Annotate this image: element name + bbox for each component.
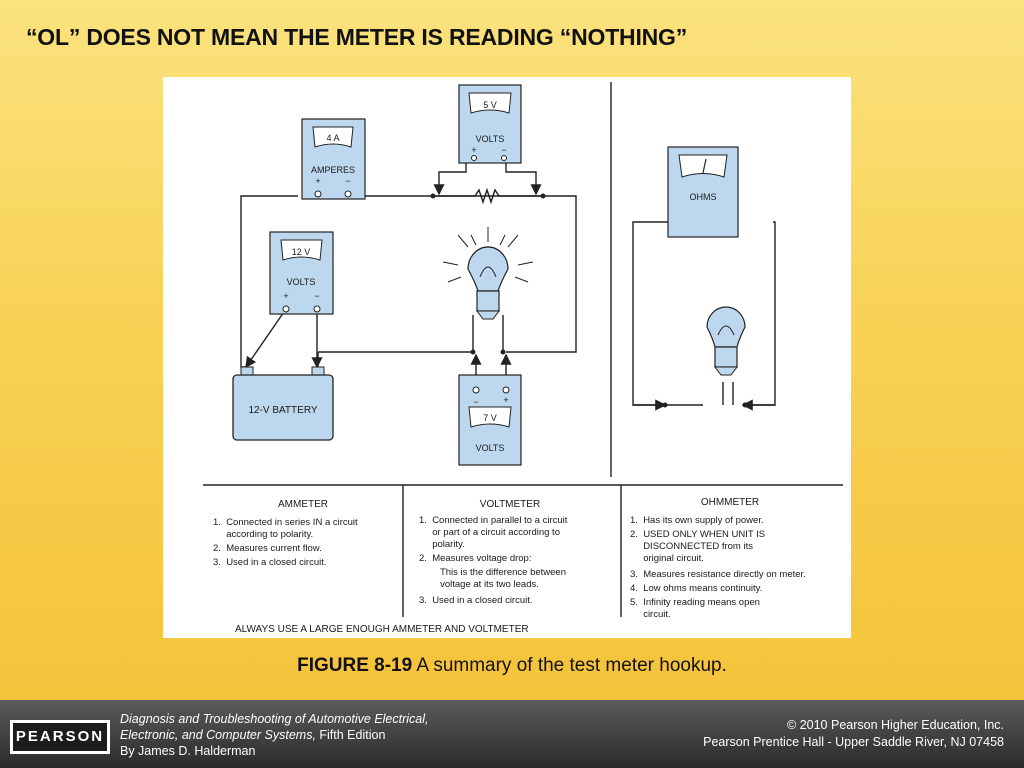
svg-text:−: − [473, 397, 478, 407]
svg-text:VOLTS: VOLTS [476, 443, 505, 453]
figure-label: FIGURE 8-19 [297, 655, 413, 676]
ammeter-heading: AMMETER [278, 499, 328, 510]
svg-text:VOLTS: VOLTS [476, 134, 505, 144]
wire-top-right [348, 195, 577, 353]
wire-bottom [318, 315, 474, 353]
voltmeter-notes: VOLTMETER 1. Connected in parallel to a … [419, 499, 568, 606]
svg-text:3. Used in a closed circuit.: 3. Used in a closed circuit. [419, 595, 533, 606]
svg-text:+: + [471, 145, 476, 155]
pearson-logo: PEARSON [10, 720, 110, 754]
copyright-info: © 2010 Pearson Higher Education, Inc. Pe… [703, 717, 1004, 751]
svg-text:VOLTS: VOLTS [287, 277, 316, 287]
figure-panel: 4 A AMPERES + − 5 V VOLTS + − 12 V VOLTS… [163, 77, 851, 638]
svg-text:2. USED ONLY WHEN UNIT IS: 2. USED ONLY WHEN UNIT IS [630, 529, 765, 540]
ammeter-reading: 4 A [326, 133, 339, 143]
svg-text:2. Measures current flow.: 2. Measures current flow. [213, 543, 322, 554]
svg-text:−: − [501, 145, 506, 155]
footer-bar [0, 700, 1024, 768]
book-edition: Fifth Edition [315, 728, 386, 742]
figure-caption-text: A summary of the test meter hookup. [412, 655, 727, 676]
svg-text:polarity.: polarity. [419, 539, 465, 550]
svg-text:or part of a circuit according: or part of a circuit according to [419, 527, 560, 538]
svg-text:+: + [283, 291, 288, 301]
svg-text:2. Measures voltage drop:: 2. Measures voltage drop: [419, 553, 531, 564]
voltmeter-heading: VOLTMETER [480, 499, 540, 510]
book-author: By James D. Halderman [120, 744, 256, 758]
publisher-line: Pearson Prentice Hall - Upper Saddle Riv… [703, 735, 1004, 749]
svg-text:3. Used in a closed circuit.: 3. Used in a closed circuit. [213, 557, 327, 568]
copyright-line: © 2010 Pearson Higher Education, Inc. [787, 718, 1004, 732]
battery: 12-V BATTERY [232, 366, 334, 441]
battery-label: 12-V BATTERY [248, 405, 317, 416]
svg-text:This is the difference between: This is the difference between [419, 567, 566, 578]
wire-ohm-right [745, 221, 776, 406]
svg-text:according to polarity.: according to polarity. [213, 529, 313, 540]
ammeter-unit: AMPERES [311, 165, 355, 175]
voltmeter-battery: 12 V VOLTS + − [269, 231, 334, 315]
book-title-line-2: Electronic, and Computer Systems, [120, 728, 316, 742]
svg-text:3. Measures resistance direct: 3. Measures resistance directly on meter… [630, 569, 806, 580]
svg-text:original circuit.: original circuit. [630, 553, 704, 564]
slide-title: “OL” DOES NOT MEAN THE METER IS READING … [26, 24, 688, 50]
svg-text:4. Low ohms means continuity.: 4. Low ohms means continuity. [630, 583, 762, 594]
svg-text:voltage at its two leads.: voltage at its two leads. [419, 579, 539, 590]
pearson-logo-text: PEARSON [13, 723, 107, 751]
voltmeter-bottom: − + 7 V VOLTS [458, 374, 522, 466]
svg-text:−: − [314, 291, 319, 301]
bulb-lit-icon [442, 227, 534, 320]
svg-text:−: − [345, 176, 350, 186]
svg-text:1. Connected in series IN a c: 1. Connected in series IN a circuit [213, 517, 358, 528]
ohmmeter-unit: OHMS [690, 192, 717, 202]
svg-text:+: + [503, 395, 508, 405]
voltmeter-battery-reading: 12 V [292, 247, 311, 257]
svg-text:+: + [315, 176, 320, 186]
figure-caption: FIGURE 8-19 A summary of the test meter … [0, 655, 1024, 677]
svg-text:1. Has its own supply of powe: 1. Has its own supply of power. [630, 515, 764, 526]
footnote: ALWAYS USE A LARGE ENOUGH AMMETER AND VO… [235, 624, 529, 635]
ammeter-notes: AMMETER 1. Connected in series IN a circ… [213, 499, 358, 568]
book-info: Diagnosis and Troubleshooting of Automot… [120, 711, 429, 759]
svg-text:1. Connected in parallel to a: 1. Connected in parallel to a circuit [419, 515, 568, 526]
wire-ohm-left [632, 221, 703, 406]
voltmeter-bottom-reading: 7 V [483, 413, 497, 423]
voltmeter-top: 5 V VOLTS + − [458, 84, 522, 164]
svg-text:circuit.: circuit. [630, 609, 671, 620]
meter-hookup-diagram: 4 A AMPERES + − 5 V VOLTS + − 12 V VOLTS… [203, 82, 843, 635]
svg-text:DISCONNECTED from its: DISCONNECTED from its [630, 541, 753, 552]
book-title-line-1: Diagnosis and Troubleshooting of Automot… [120, 712, 429, 726]
bulb-icon [706, 306, 746, 376]
ohmmeter: OHMS [667, 146, 739, 238]
ohmmeter-heading: OHMMETER [701, 497, 759, 508]
ohmmeter-notes: OHMMETER 1. Has its own supply of power.… [630, 497, 806, 620]
voltmeter-top-reading: 5 V [483, 100, 497, 110]
svg-text:5. Infinity reading means ope: 5. Infinity reading means open [630, 597, 760, 608]
ammeter: 4 A AMPERES + − [301, 118, 366, 200]
